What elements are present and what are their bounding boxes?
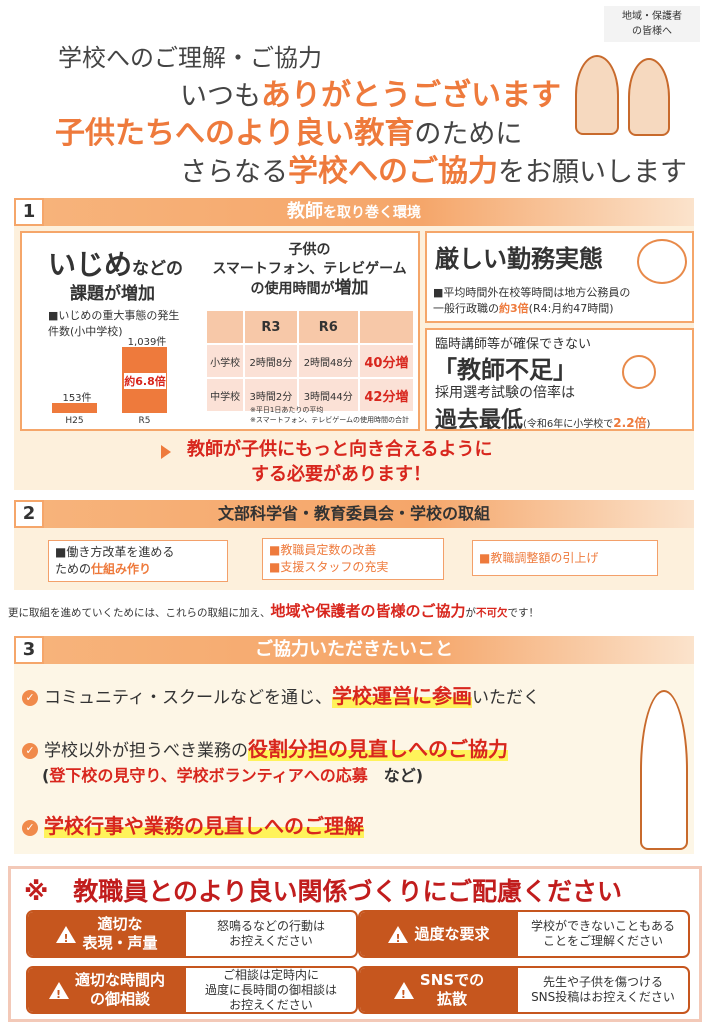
header-line4: さらなる学校へのご協力をお願いします [180, 154, 687, 189]
section4-title: ※ 教職員とのより良い関係づくりにご配慮ください [24, 877, 623, 906]
bar-H25 [52, 403, 97, 413]
table-cell: R3 [245, 311, 297, 343]
header-line2: いつもありがとうございます [180, 78, 561, 113]
table-cell [359, 311, 413, 343]
request-item-1: ✓コミュニティ・スクールなどを通じ、学校運営に参画いただく [22, 680, 540, 709]
section1-conclusion: 教師が子供にもっと向き合えるようにする必要があります！ [161, 437, 492, 487]
table-cell: R6 [298, 311, 358, 343]
bullying-bar-chart: 153件 H25 1,039件 R5 約6.8倍 [52, 333, 182, 428]
table-cell: 42分増 [359, 379, 413, 411]
table-cell [207, 311, 244, 343]
card-text: 学校ができないこともあることをご理解ください [530, 919, 675, 948]
card-text: ご相談は定時内に過度に長時間の御相談はお控えください [204, 967, 337, 1012]
bar-value-label: 1,039件 [127, 336, 167, 348]
card-text: 怒鳴るなどの行動はお控えください [216, 919, 325, 948]
warning-icon [393, 981, 414, 1004]
work-panel: 厳しい勤務実態 ■平均時間外在校等時間は地方公務員の一般行政職の約3倍(R4:月… [425, 231, 694, 323]
table-cell: 3時間44分 [298, 379, 358, 411]
bar-value-label: 153件 [62, 393, 92, 405]
table-cell: 中学校 [207, 379, 244, 411]
teacher-illustration [640, 690, 688, 850]
female-teacher-illustration [628, 58, 670, 136]
table-cell: 2時間48分 [298, 345, 358, 377]
x-tick-label: R5 [138, 416, 151, 426]
x-tick-label: H25 [65, 416, 84, 426]
header-line3: 子供たちへのより良い教育のために [55, 116, 523, 151]
measure-staffing: ■教職員定数の改善■支援スタッフの充実 [262, 538, 444, 580]
warning-icon [48, 981, 69, 1004]
shortage-panel: 臨時講師等が確保できない 「教師不足」 採用選考試験の倍率は 過去最低(令和6年… [425, 328, 694, 433]
table-cell: 2時間8分 [245, 345, 297, 377]
table-cell: 3時間2分 [245, 379, 297, 411]
card-label: 過度な要求 [360, 912, 518, 956]
section2-note: 更に取組を進めていくためには、これらの取組に加え、地域や保護者の皆様のご協力が不… [8, 602, 540, 620]
request-item-3: ✓学校行事や業務の見直しへのご理解 [22, 810, 364, 839]
measure-salary: ■教職調整額の引上げ [472, 540, 658, 576]
warning-icon [56, 925, 77, 948]
ratio-label: 約6.8倍 [124, 373, 166, 389]
male-teacher-illustration [575, 55, 619, 135]
audience-badge: 地域・保護者の皆様へ [604, 6, 700, 42]
warning-icon [388, 925, 409, 948]
busy-teacher-illustration [637, 239, 687, 284]
measure-work-reform: ■働き方改革を進めるための仕組み作り [48, 540, 228, 582]
declining-chart-icon [622, 355, 656, 389]
header-line1: 学校へのご理解・ご協力 [58, 44, 322, 72]
table-cell: 40分増 [359, 345, 413, 377]
table-cell: 小学校 [207, 345, 244, 377]
request-item-2: ✓学校以外が担うべき業務の役割分担の見直しへのご協力 (登下校の見守り、学校ボラ… [22, 733, 508, 786]
